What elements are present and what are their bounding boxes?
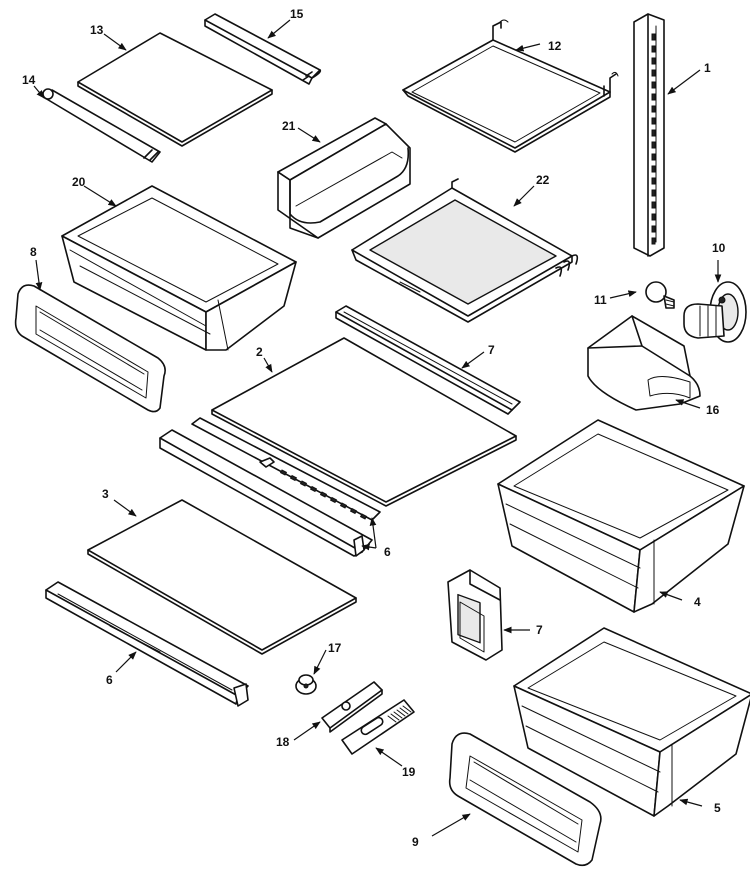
- callout-6-lower: 6: [106, 673, 113, 687]
- vent-line: [402, 705, 412, 713]
- rail-slot: [651, 213, 656, 221]
- control-mark: [279, 469, 288, 476]
- rail-slot: [651, 153, 656, 161]
- control-mark: [309, 485, 318, 493]
- part-13-shelf-frame: [402, 19, 619, 153]
- part-5-crisper-pan: [513, 627, 750, 817]
- callout-14: 13: [90, 23, 104, 37]
- vent-line: [393, 711, 403, 719]
- callout-4: 4: [694, 595, 701, 609]
- callout-15: 14: [22, 73, 36, 87]
- callout-13: 12: [548, 39, 562, 53]
- part-22-dairy-door: [277, 117, 411, 239]
- part-19-bracket: [321, 681, 383, 733]
- rail-slot: [651, 165, 656, 173]
- part-18-grommet: [295, 674, 317, 695]
- control-mark: [349, 507, 358, 515]
- control-mark: [329, 496, 338, 504]
- rail-slot: [651, 189, 656, 197]
- rail-slot: [651, 141, 656, 149]
- part-6-shelf-front-trim-lower: [45, 581, 249, 707]
- part-14-shelf-glass: [77, 32, 273, 147]
- part-6-shelf-front-trim-upper: [159, 417, 381, 557]
- callout-11: 10: [712, 241, 726, 255]
- rail-slot: [651, 69, 656, 77]
- callout-1: 1: [704, 61, 711, 75]
- rail-slot: [651, 201, 656, 209]
- part-11-light-socket: [683, 281, 747, 343]
- rail-slot: [651, 117, 656, 125]
- part-4-crisper-pan: [497, 419, 745, 613]
- rail-slot: [651, 177, 656, 185]
- part-16-shelf-trim: [204, 13, 322, 85]
- callout-labels: 15 13 14 12 1 21 22 20 8 10 11 2 7 16 3 …: [22, 7, 726, 849]
- callout-16: 15: [290, 7, 304, 21]
- rail-slot: [651, 225, 656, 233]
- callout-6-upper: 6: [384, 545, 391, 559]
- callout-22: 21: [282, 119, 296, 133]
- callout-23: 22: [536, 173, 550, 187]
- rail-slot: [651, 33, 656, 41]
- part-2-shelf-glass: [211, 337, 517, 507]
- part-23-shelf-frame: [351, 178, 579, 323]
- part-21-deli-pan: [61, 185, 297, 351]
- rail-slot: [651, 105, 656, 113]
- part-12-light-bulb: [645, 281, 675, 309]
- part-17-light-shield: [587, 315, 701, 411]
- vent-line: [396, 709, 406, 717]
- rail-slot: [651, 93, 656, 101]
- part-10-crisper-pan-cover: [448, 732, 602, 867]
- vent-line: [387, 715, 397, 723]
- control-mark: [289, 474, 298, 482]
- callout-12: 11: [594, 293, 607, 307]
- callout-2: 2: [256, 345, 263, 359]
- callout-18: 17: [328, 641, 342, 655]
- vent-line: [390, 713, 400, 721]
- leader-lines: [33, 19, 722, 837]
- control-mark: [359, 513, 368, 520]
- part-1-shelf-support-rail: [633, 13, 665, 257]
- callout-21: 20: [72, 175, 86, 189]
- part-15-shelf-trim: [42, 88, 161, 163]
- callout-17: 16: [706, 403, 720, 417]
- rail-slot: [651, 237, 656, 245]
- rail-slot: [651, 81, 656, 89]
- callout-8: 7: [536, 623, 543, 637]
- part-9-deli-pan-cover: [14, 284, 166, 413]
- control-mark: [299, 480, 308, 487]
- rail-slot: [651, 57, 656, 65]
- callout-7: 7: [488, 343, 495, 357]
- part-20-cover-plate: [341, 699, 415, 755]
- callout-5: 5: [714, 801, 721, 815]
- part-8-control-housing: [447, 569, 503, 661]
- callout-9: 8: [30, 245, 37, 259]
- rail-slot: [651, 129, 656, 137]
- callout-19: 18: [276, 735, 290, 749]
- control-mark: [319, 491, 328, 498]
- callout-3: 3: [102, 487, 109, 501]
- callout-20: 19: [402, 765, 416, 779]
- rail-slot: [651, 45, 656, 53]
- part-7-shelf-trim: [335, 305, 521, 415]
- control-mark: [339, 502, 348, 509]
- part-3-shelf-glass: [87, 499, 357, 655]
- vent-line: [399, 707, 409, 715]
- callout-10: 9: [412, 835, 419, 849]
